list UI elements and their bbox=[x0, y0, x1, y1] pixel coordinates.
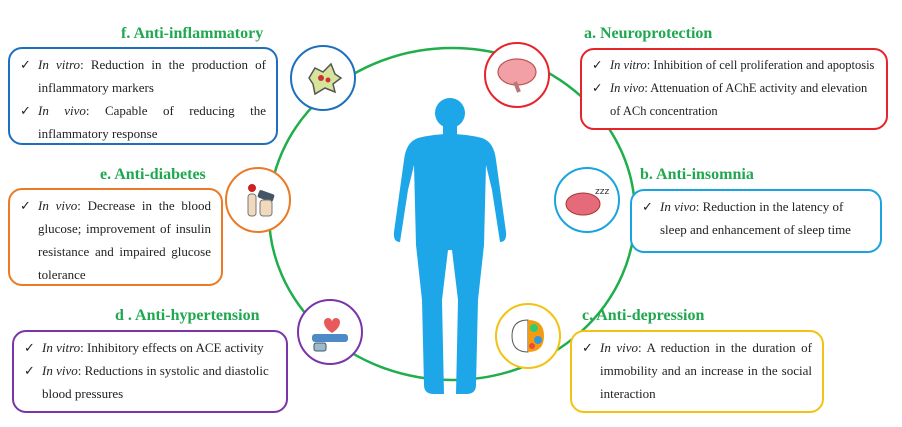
svg-text:zzz: zzz bbox=[595, 187, 609, 197]
item-label: In vitro bbox=[42, 340, 81, 355]
list-item: ✓ In vivo: Attenuation of AChE activity a… bbox=[592, 77, 876, 123]
brain-icon bbox=[484, 42, 550, 108]
section-title-anti-inflammatory: f. Anti-inflammatory bbox=[121, 25, 264, 42]
check-icon: ✓ bbox=[20, 57, 31, 72]
item-text: : Attenuation of AChE activity and eleva… bbox=[610, 81, 868, 118]
list-item: ✓ In vivo: Reductions in systolic and dia… bbox=[24, 359, 276, 405]
check-icon: ✓ bbox=[582, 340, 593, 355]
inflammatory-cell-icon bbox=[290, 45, 356, 111]
section-box-anti-diabetes: ✓ In vivo: Decrease in the blood glucose;… bbox=[8, 188, 223, 286]
item-label: In vitro bbox=[610, 58, 647, 72]
item-text: : Inhibition of cell proliferation and a… bbox=[646, 58, 875, 72]
human-body-icon bbox=[393, 98, 507, 394]
check-icon: ✓ bbox=[20, 103, 31, 118]
item-label: In vivo bbox=[610, 81, 645, 95]
check-icon: ✓ bbox=[24, 340, 35, 355]
section-title-anti-insomnia: b. Anti-insomnia bbox=[640, 166, 754, 183]
list-item: ✓ In vivo: Decrease in the blood glucose;… bbox=[20, 194, 211, 286]
item-text: : Reduction in the latency of sleep and … bbox=[660, 199, 851, 237]
section-title-neuroprotection: a. Neuroprotection bbox=[584, 25, 713, 42]
check-icon: ✓ bbox=[642, 199, 653, 214]
item-label: In vitro bbox=[38, 57, 81, 72]
item-text: : Capable of reducing the inflammatory r… bbox=[38, 103, 266, 141]
section-box-neuroprotection: ✓ In vitro: Inhibition of cell proliferat… bbox=[580, 48, 888, 130]
list-item: ✓ In vivo: Capable of reducing the inflam… bbox=[20, 99, 266, 145]
check-icon: ✓ bbox=[592, 58, 603, 72]
item-text: : Inhibitory effects on ACE activity bbox=[80, 340, 264, 355]
item-text: : Decrease in the blood glucose; improve… bbox=[38, 198, 211, 282]
section-title-anti-hypertension: d . Anti-hypertension bbox=[115, 307, 260, 324]
check-icon: ✓ bbox=[592, 81, 603, 95]
section-box-anti-insomnia: ✓ In vivo: Reduction in the latency of sl… bbox=[630, 189, 882, 253]
list-item: ✓ In vitro: Inhibitory effects on ACE act… bbox=[24, 336, 276, 359]
item-label: In vivo bbox=[600, 340, 639, 355]
section-box-anti-inflammatory: ✓ In vitro: Reduction in the production o… bbox=[8, 47, 278, 145]
sleeping-brain-icon: zzz bbox=[554, 167, 620, 233]
blood-pressure-cuff-icon bbox=[297, 299, 363, 365]
item-text: : Reductions in systolic and diastolic b… bbox=[42, 363, 269, 401]
section-box-anti-hypertension: ✓ In vitro: Inhibitory effects on ACE act… bbox=[12, 330, 288, 413]
list-item: ✓ In vitro: Inhibition of cell proliferat… bbox=[592, 54, 876, 77]
list-item: ✓ In vivo: Reduction in the latency of sl… bbox=[642, 195, 870, 241]
section-title-anti-diabetes: e. Anti-diabetes bbox=[100, 166, 206, 183]
section-title-anti-depression: c. Anti-depression bbox=[582, 307, 705, 324]
item-text: : A reduction in the duration of immobil… bbox=[600, 340, 812, 401]
glucose-test-icon bbox=[225, 167, 291, 233]
check-icon: ✓ bbox=[24, 363, 35, 378]
item-label: In vivo bbox=[38, 198, 78, 213]
item-label: In vivo bbox=[42, 363, 78, 378]
list-item: ✓ In vivo: A reduction in the duration of… bbox=[582, 336, 812, 405]
list-item: ✓ In vitro: Reduction in the production o… bbox=[20, 53, 266, 99]
check-icon: ✓ bbox=[20, 198, 31, 213]
item-label: In vivo bbox=[38, 103, 86, 118]
section-box-anti-depression: ✓ In vivo: A reduction in the duration of… bbox=[570, 330, 824, 413]
item-label: In vivo bbox=[660, 199, 696, 214]
colorful-brain-icon bbox=[495, 303, 561, 369]
item-text: : Reduction in the production of inflamm… bbox=[38, 57, 266, 95]
